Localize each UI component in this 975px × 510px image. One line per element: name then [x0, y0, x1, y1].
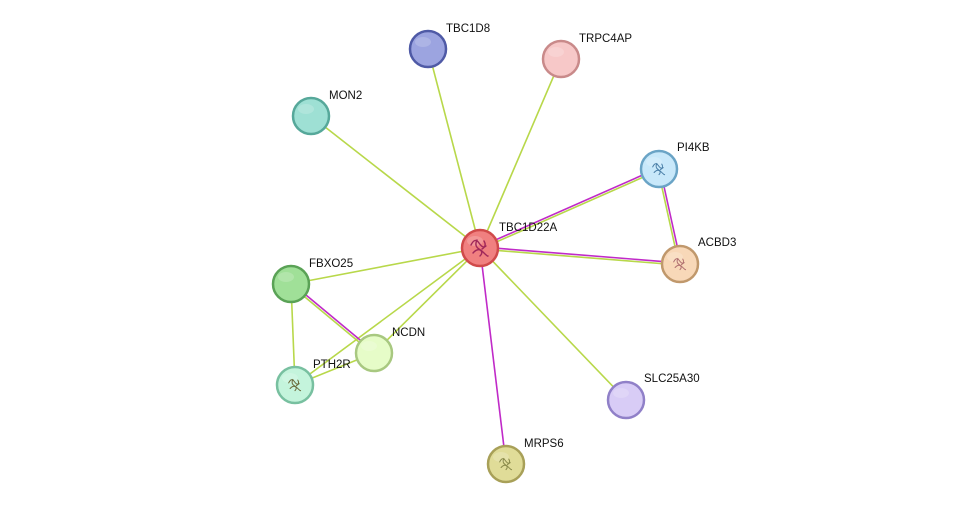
node-circle[interactable] [639, 149, 679, 189]
edge-tbc1d22a-pth2r [294, 247, 481, 386]
node-circle[interactable] [275, 365, 315, 405]
edge-line [480, 246, 681, 264]
node-fbxo25[interactable]: FBXO25 [271, 258, 353, 304]
node-ncdn[interactable]: NCDN [354, 327, 425, 373]
protein-structure-icon [652, 162, 666, 176]
edge-line [427, 48, 481, 249]
node-circle[interactable] [271, 264, 311, 304]
protein-structure-icon [288, 378, 302, 392]
node-highlight [278, 272, 294, 282]
edge-line [479, 247, 627, 401]
node-highlight [415, 37, 431, 47]
node-tbc1d22a[interactable]: TBC1D22A [460, 222, 557, 268]
node-circle[interactable] [354, 333, 394, 373]
node-circle[interactable] [486, 444, 526, 484]
node-label: SLC25A30 [644, 373, 700, 385]
node-label: TBC1D8 [446, 23, 490, 35]
node-label: PTH2R [313, 359, 351, 371]
edge-tbc1d22a-mon2 [310, 115, 481, 249]
edge-tbc1d22a-trpc4ap [479, 58, 562, 249]
node-highlight [361, 341, 377, 351]
node-pi4kb[interactable]: PI4KB [639, 142, 710, 189]
edge-line [480, 169, 660, 250]
edge-tbc1d22a-fbxo25 [290, 247, 481, 285]
edge-tbc1d22a-ncdn [373, 247, 481, 354]
node-circle[interactable] [408, 29, 448, 69]
edge-tbc1d22a-acbd3 [479, 246, 681, 266]
node-acbd3[interactable]: ACBD3 [660, 237, 736, 284]
edge-line [310, 115, 481, 249]
node-label: MON2 [329, 90, 362, 102]
node-trpc4ap[interactable]: TRPC4AP [541, 33, 632, 79]
node-circle[interactable] [291, 96, 331, 136]
edge-line [479, 248, 680, 266]
node-label: NCDN [392, 327, 425, 339]
node-pth2r[interactable]: PTH2R [275, 359, 351, 405]
node-slc25a30[interactable]: SLC25A30 [606, 373, 700, 420]
edge-tbc1d22a-pi4kb [479, 167, 660, 250]
node-circle[interactable] [460, 228, 500, 268]
node-highlight [548, 47, 564, 57]
protein-structure-icon [470, 239, 489, 257]
protein-structure-icon [673, 257, 687, 271]
node-label: FBXO25 [309, 258, 353, 270]
node-highlight [298, 104, 314, 114]
node-mrps6[interactable]: MRPS6 [486, 438, 564, 484]
edge-tbc1d22a-slc25a30 [479, 247, 627, 401]
node-mon2[interactable]: MON2 [291, 90, 362, 136]
node-label: ACBD3 [698, 237, 736, 249]
edge-line [479, 167, 659, 248]
node-circle[interactable] [541, 39, 581, 79]
edge-line [290, 247, 481, 285]
node-circle[interactable] [606, 380, 646, 420]
edge-line [373, 247, 481, 354]
node-label: TRPC4AP [579, 33, 632, 45]
node-label: PI4KB [677, 142, 710, 154]
edge-tbc1d22a-tbc1d8 [427, 48, 481, 249]
protein-structure-icon [499, 457, 513, 471]
edge-tbc1d22a-mrps6 [479, 247, 507, 465]
node-tbc1d8[interactable]: TBC1D8 [408, 23, 490, 69]
edge-line [479, 58, 562, 249]
node-highlight [613, 388, 629, 398]
node-label: MRPS6 [524, 438, 564, 450]
node-circle[interactable] [660, 244, 700, 284]
node-label: TBC1D22A [499, 222, 557, 234]
edge-line [294, 247, 481, 386]
edge-line [479, 247, 507, 465]
